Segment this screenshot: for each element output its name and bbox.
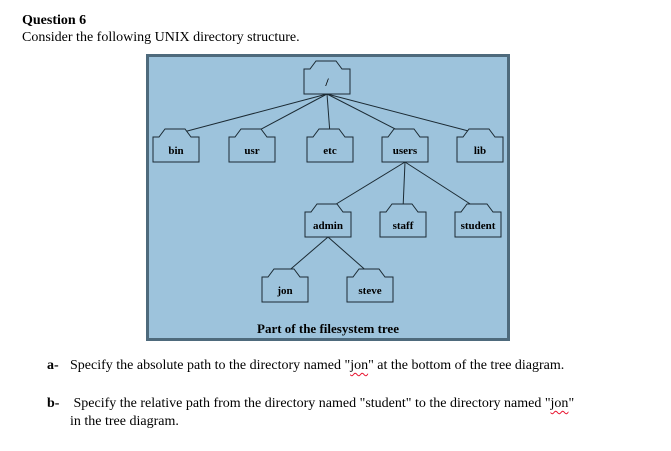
intro-text: Consider the following UNIX directory st… — [22, 30, 300, 45]
tree-edge-root-users — [326, 93, 406, 135]
folder-icon — [228, 128, 276, 163]
tree-edge-users-student — [404, 161, 479, 210]
tree-edge-users-admin — [327, 161, 406, 210]
question-a: a- Specify the absolute path to the direc… — [47, 357, 564, 374]
diagram-caption: Part of the filesystem tree — [257, 321, 399, 336]
filesystem-diagram: / bin usr etc users lib admin staff student jon st… — [146, 54, 510, 341]
folder-jon: jon — [261, 268, 309, 303]
folder-label-usr: usr — [244, 145, 259, 157]
folder-label-staff: staff — [393, 220, 414, 232]
folder-icon — [346, 268, 394, 303]
folder-label-student: student — [461, 220, 496, 232]
folder-icon — [381, 128, 429, 163]
folder-student: student — [454, 203, 502, 238]
question-title: Question 6 — [22, 13, 87, 28]
folder-bin: bin — [152, 128, 200, 163]
question-b-line2: in the tree diagram. — [70, 414, 179, 429]
folder-icon — [152, 128, 200, 163]
folder-label-etc: etc — [323, 145, 337, 157]
folder-usr: usr — [228, 128, 276, 163]
folder-label-root: / — [324, 75, 329, 89]
folder-icon — [261, 268, 309, 303]
tree-edge-root-etc — [326, 93, 331, 135]
folder-label-admin: admin — [313, 220, 343, 232]
folder-label-users: users — [393, 145, 418, 157]
question-a-text-post: " at the bottom of the tree diagram. — [368, 358, 565, 373]
folder-lib: lib — [456, 128, 504, 163]
folder-admin: admin — [304, 203, 352, 238]
folder-icon — [456, 128, 504, 163]
tree-edge-users-staff — [402, 161, 406, 210]
folder-icon — [379, 203, 427, 238]
folder-icon — [303, 60, 351, 95]
question-b: b- Specify the relative path from the di… — [47, 395, 574, 412]
folder-label-jon: jon — [276, 285, 292, 297]
folder-icon — [304, 203, 352, 238]
question-a-marker: a- — [47, 358, 59, 373]
folder-label-steve: steve — [358, 285, 381, 297]
tree-edge-root-usr — [251, 93, 328, 135]
question-b-text-pre: Specify the relative path from the direc… — [70, 396, 551, 411]
question-b-marker: b- — [47, 396, 60, 411]
question-a-text-pre: Specify the absolute path to the directo… — [70, 358, 351, 373]
tree-edge-admin-steve — [327, 236, 371, 275]
folder-icon — [454, 203, 502, 238]
folder-label-bin: bin — [168, 145, 183, 157]
folder-staff: staff — [379, 203, 427, 238]
folder-label-lib: lib — [474, 145, 486, 157]
folder-icon — [306, 128, 354, 163]
tree-edge-root-lib — [326, 93, 481, 135]
folder-users: users — [381, 128, 429, 163]
tree-edge-admin-jon — [284, 236, 329, 275]
folder-etc: etc — [306, 128, 354, 163]
misspelled-word-jon: jon — [550, 396, 569, 411]
filesystem-tree-svg: / bin usr etc users lib admin staff student jon st… — [152, 60, 504, 303]
question-b-text-post: " — [568, 396, 575, 411]
tree-edge-root-bin — [175, 93, 328, 135]
folder-root: / — [303, 60, 351, 95]
folder-steve: steve — [346, 268, 394, 303]
misspelled-word-jon: jon — [350, 358, 369, 373]
